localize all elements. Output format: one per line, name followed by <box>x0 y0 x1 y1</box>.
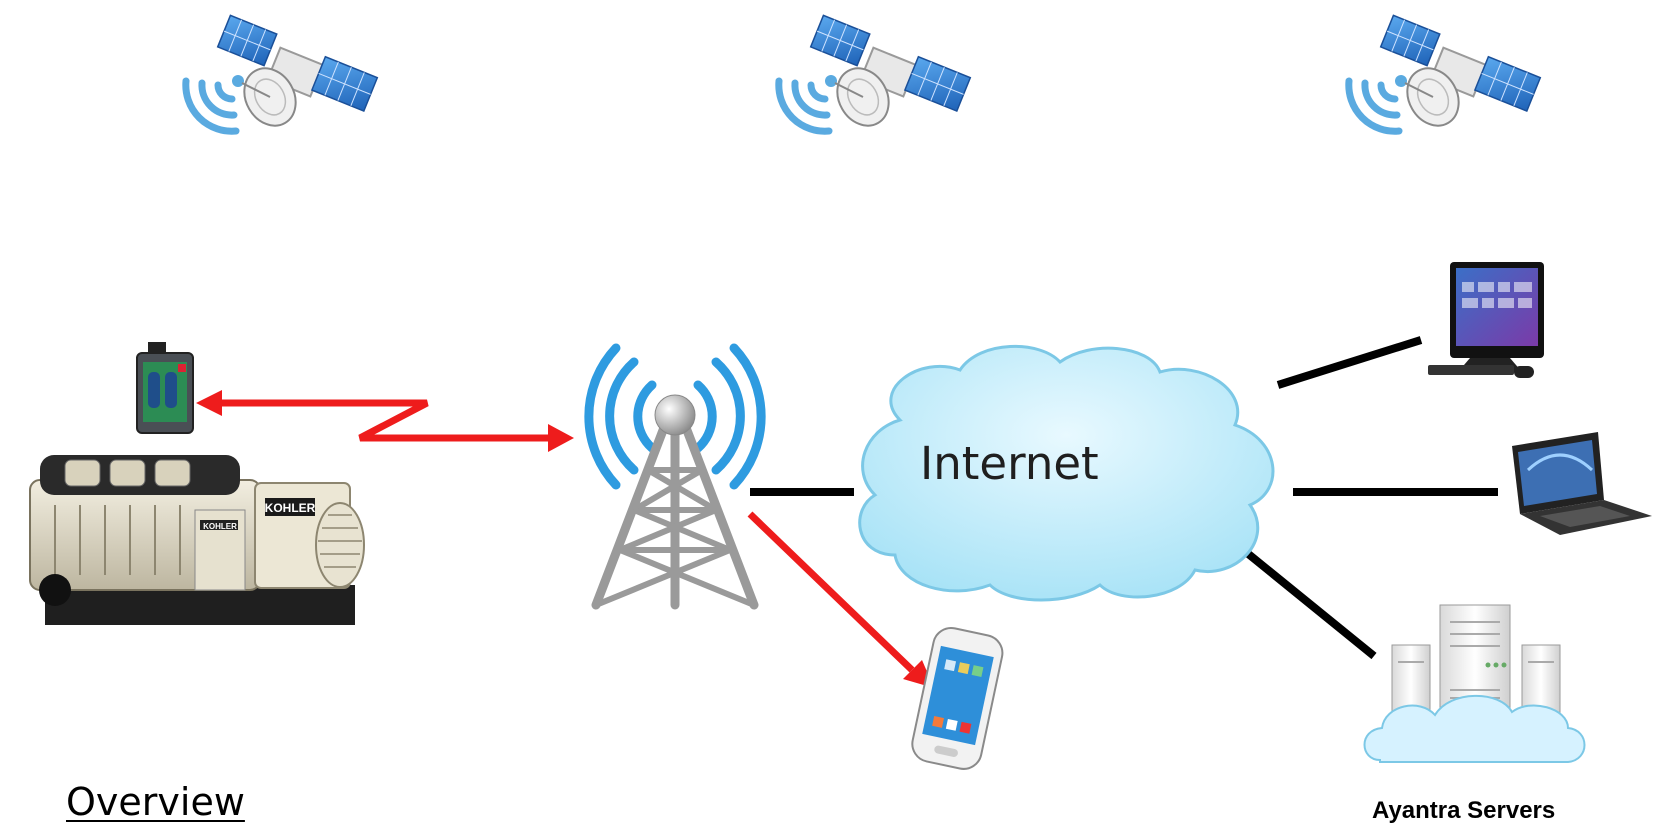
satellite-icon-left <box>186 15 377 135</box>
laptop-icon <box>1512 432 1652 535</box>
desktop-computer-icon <box>1428 262 1544 378</box>
link-internet-desktop <box>1276 336 1423 389</box>
tower-icon <box>584 343 766 610</box>
generator-brand-label: KOHLER <box>265 501 316 515</box>
generator-icon: KOHLER KOHLER <box>29 455 365 625</box>
server-cloud-icon <box>1363 604 1586 763</box>
servers-label: Ayantra Servers <box>1372 797 1556 824</box>
link-internet-servers <box>1238 544 1377 660</box>
cloud-icon <box>858 345 1275 602</box>
internet-label: Internet <box>920 437 1099 490</box>
satellite-icon-right <box>1349 15 1540 135</box>
generator-small-brand-label: KOHLER <box>203 522 237 531</box>
iot-device-icon <box>136 342 194 434</box>
link-device-tower <box>196 390 574 452</box>
satellite-icon-center <box>779 15 970 135</box>
overview-label: Overview <box>66 780 245 824</box>
smartphone-icon <box>911 627 1004 770</box>
